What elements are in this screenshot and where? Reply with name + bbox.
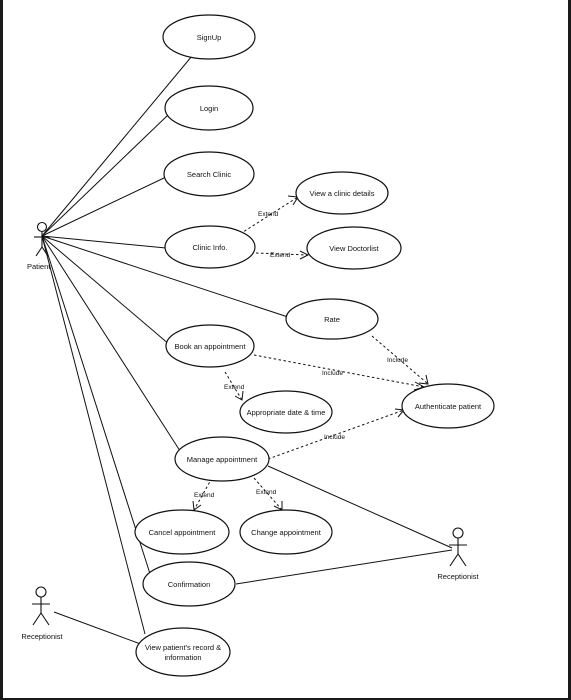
assoc-clinic-info xyxy=(41,235,167,249)
use-case-view-doctorlist: View Doctorlist xyxy=(306,226,402,270)
arrowhead-date xyxy=(234,390,244,401)
use-case-manage-appointment-label: Manage appointment xyxy=(187,455,258,464)
use-case-view-clinic-details-label: View a clinic details xyxy=(310,189,375,198)
assoc-signup xyxy=(41,55,193,237)
assoc-rate xyxy=(41,235,289,318)
use-case-change-appointment-label: Change appointment xyxy=(251,528,322,537)
patient-associations xyxy=(41,55,289,635)
use-case-view-record-label-line2: information xyxy=(164,653,201,662)
dep-extend-cancel xyxy=(193,477,213,511)
dep-include-rate xyxy=(371,335,429,385)
dep-extend-details xyxy=(239,196,299,235)
use-case-book-appointment-label: Book an appointment xyxy=(175,342,247,351)
arrowhead-doctorlist xyxy=(299,250,310,260)
use-case-cancel-appointment-label: Cancel appointment xyxy=(149,528,217,537)
use-case-appropriate-date: Appropriate date & time xyxy=(239,390,333,434)
dep-include-book xyxy=(253,354,425,388)
use-case-cancel-appointment: Cancel appointment xyxy=(134,509,230,555)
actor-receptionist-right-label: Receptionist xyxy=(437,572,479,581)
arrowhead-rate xyxy=(418,374,429,385)
assoc-rec-confirmation xyxy=(235,549,453,585)
assoc-manage xyxy=(41,235,183,455)
actor-patient: Patient xyxy=(27,221,51,271)
label-extend-doctorlist: Extend xyxy=(270,252,291,259)
actor-patient-label: Patient xyxy=(27,262,51,271)
actor-receptionist-right: Receptionist xyxy=(437,527,480,581)
assoc-book xyxy=(41,235,171,346)
dep-include-manage xyxy=(267,409,405,460)
use-case-change-appointment: Change appointment xyxy=(239,509,333,555)
label-extend-details: Extend xyxy=(258,211,279,218)
use-case-confirmation-label: Confirmation xyxy=(168,580,211,589)
relation-labels: Extend Extend Include Include Extend Inc… xyxy=(194,211,408,499)
actor-receptionist-left-label: Receptionist xyxy=(21,632,63,641)
use-case-signup: SignUp xyxy=(162,14,256,60)
assoc-rec-view-record xyxy=(53,611,147,647)
dep-extend-doctorlist xyxy=(255,252,309,256)
label-include-book: Include xyxy=(322,370,343,377)
label-include-rate: Include xyxy=(387,357,408,364)
arrowhead-cancel xyxy=(192,500,202,511)
use-case-login: Login xyxy=(164,85,254,131)
use-case-appropriate-date-label: Appropriate date & time xyxy=(247,408,326,417)
use-case-book-appointment: Book an appointment xyxy=(165,324,255,368)
use-case-view-doctorlist-label: View Doctorlist xyxy=(329,244,379,253)
use-case-view-clinic-details: View a clinic details xyxy=(295,171,389,215)
use-case-authenticate-patient-label: Authenticate patient xyxy=(415,402,482,411)
use-case-search-clinic-label: Search Clinic xyxy=(187,170,231,179)
use-case-rate: Rate xyxy=(285,298,379,340)
label-extend-cancel: Extend xyxy=(194,492,215,499)
label-include-manage: Include xyxy=(324,434,345,441)
assoc-view-record xyxy=(41,235,146,635)
actor-receptionist-left: Receptionist xyxy=(21,586,64,641)
assoc-confirmation xyxy=(41,235,153,581)
use-case-view-patient-record: View patient's record & information xyxy=(135,627,231,677)
assoc-search-clinic xyxy=(41,177,165,237)
label-extend-date: Extend xyxy=(224,384,245,391)
use-case-rate-label: Rate xyxy=(324,315,340,324)
receptionist-associations xyxy=(53,465,453,647)
use-case-search-clinic: Search Clinic xyxy=(163,151,255,197)
use-case-clinic-info: Clinic Info. xyxy=(164,225,256,269)
use-case-login-label: Login xyxy=(200,104,218,113)
use-case-signup-label: SignUp xyxy=(197,33,222,42)
use-case-confirmation: Confirmation xyxy=(142,561,236,607)
dependencies xyxy=(192,195,429,511)
assoc-rec-manage xyxy=(267,465,453,549)
dep-extend-date xyxy=(224,371,243,401)
use-case-authenticate-patient: Authenticate patient xyxy=(401,383,495,429)
assoc-login xyxy=(41,114,169,237)
use-case-view-record-label-line1: View patient's record & xyxy=(145,643,221,652)
label-extend-change: Extend xyxy=(256,489,277,496)
use-case-manage-appointment: Manage appointment xyxy=(174,436,270,482)
dep-extend-change xyxy=(253,477,283,511)
use-case-clinic-info-label: Clinic Info. xyxy=(192,243,227,252)
